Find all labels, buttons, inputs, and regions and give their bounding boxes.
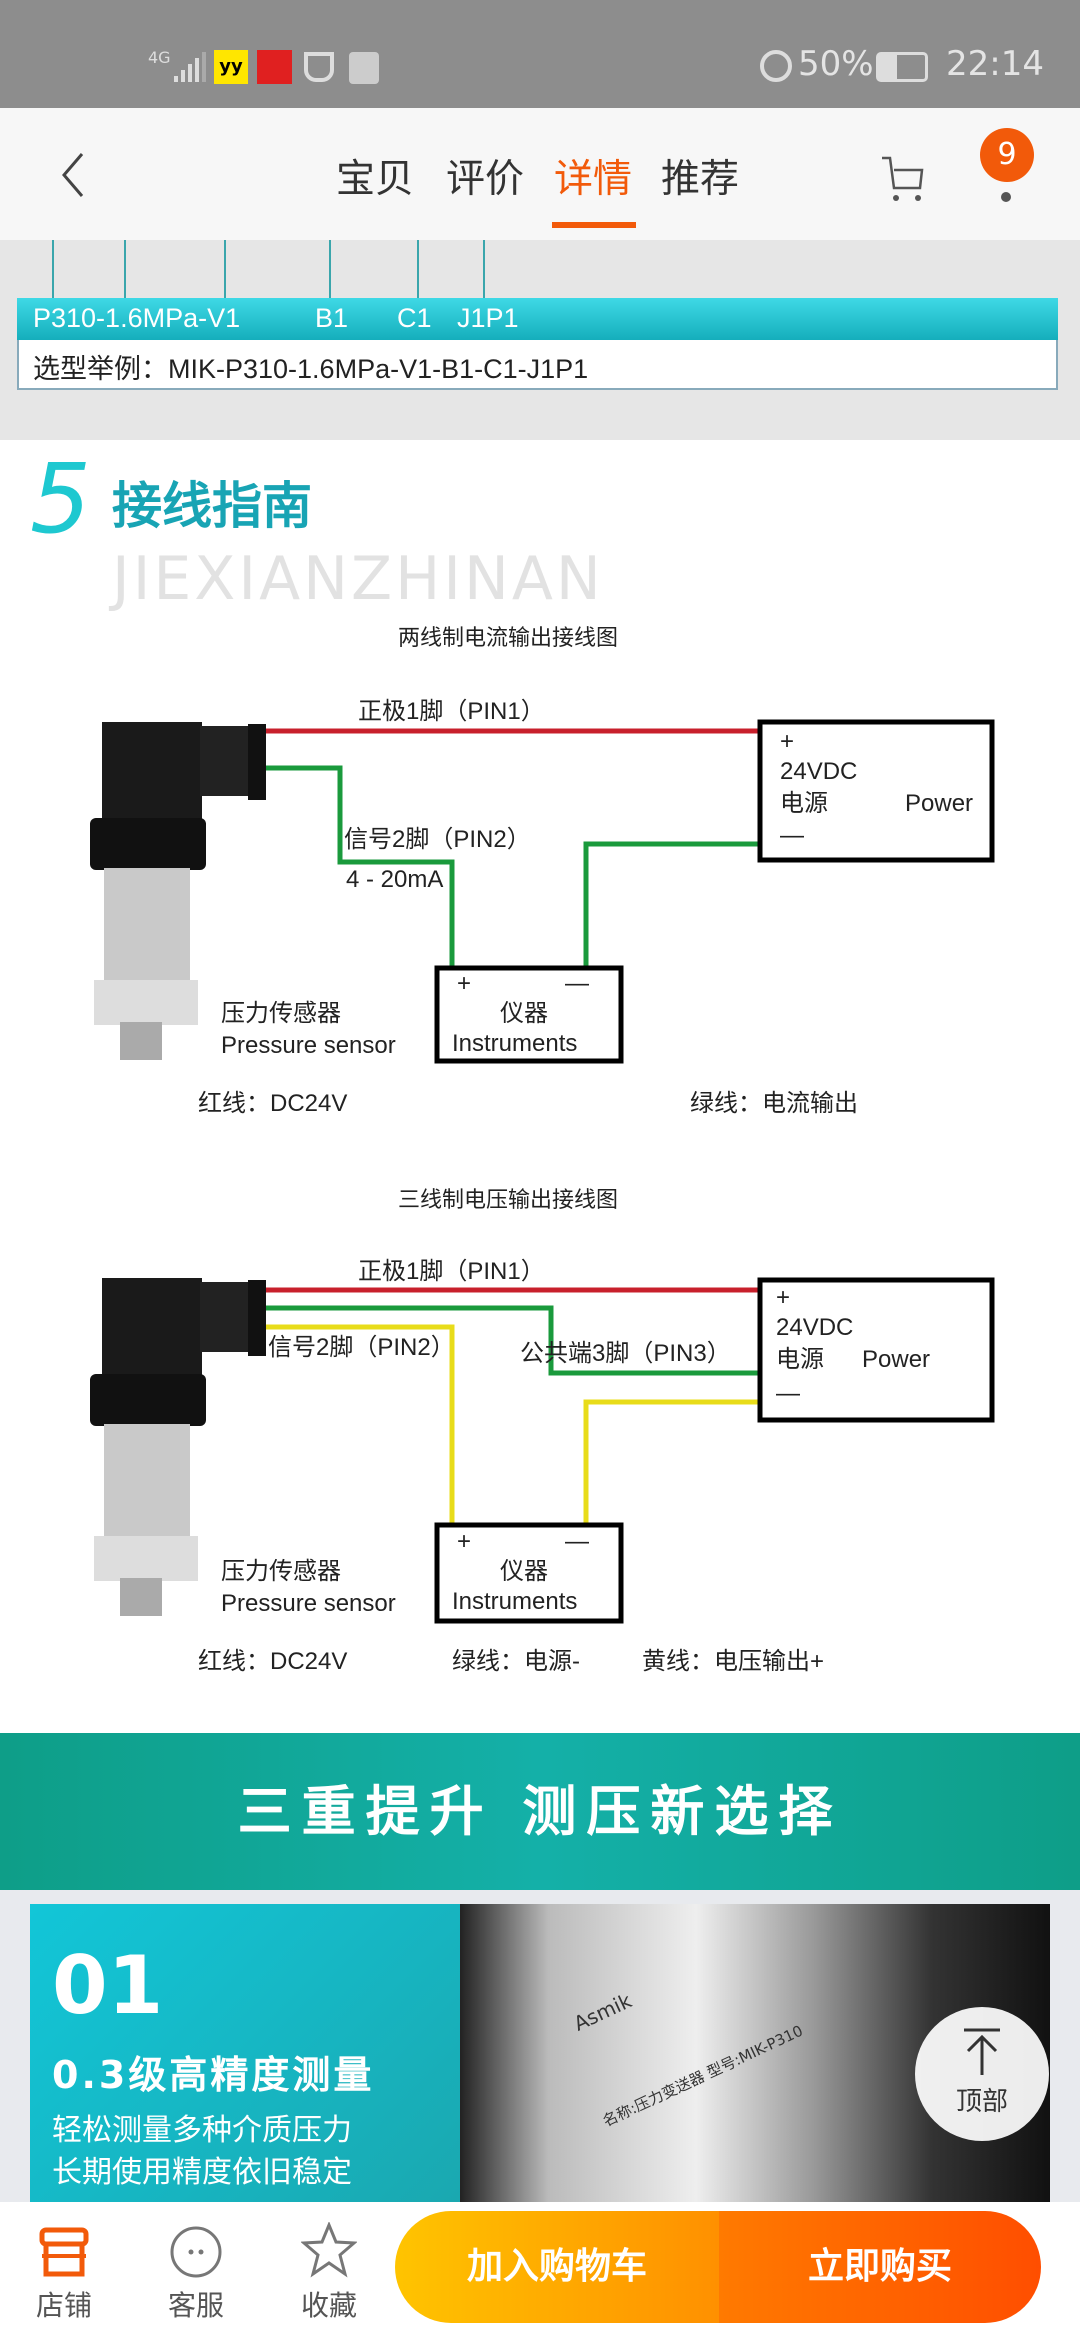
alarm-icon: [760, 50, 792, 82]
inst-minus: —: [565, 1528, 589, 1555]
section-title: 接线指南: [112, 477, 312, 535]
section-number: 5: [30, 443, 92, 555]
battery-icon: [876, 52, 928, 82]
feature-line1: 轻松测量多种介质压力: [52, 2113, 352, 2148]
network-label: 4G: [148, 48, 171, 67]
tab-item[interactable]: 宝贝: [336, 157, 415, 202]
instrument-box-1: [434, 965, 624, 1064]
shop-label: 店铺: [35, 2289, 92, 2322]
battery-percent: 50%: [798, 44, 874, 84]
service-label: 客服: [167, 2289, 224, 2322]
green-wire-2: [266, 1305, 758, 1376]
video-icon: [257, 50, 292, 84]
power-minus: —: [780, 822, 804, 849]
wiring-diagrams: [90, 719, 995, 1624]
pin1-label: 正极1脚（PIN1）: [358, 698, 545, 725]
code-c: C1: [397, 303, 432, 333]
instrument-box-2: [434, 1522, 624, 1624]
sensor-en: Pressure sensor: [221, 1032, 396, 1059]
product-label: 名称:压力变送器 型号:MIK-P310: [600, 2021, 806, 2131]
favorite-button[interactable]: 收藏: [284, 2202, 374, 2322]
shop-icon: [39, 2227, 89, 2277]
inst-cn: 仪器: [500, 1000, 548, 1027]
power-cn: 电源: [780, 790, 828, 817]
more-dot-icon[interactable]: [1001, 192, 1011, 202]
power-minus: —: [776, 1380, 800, 1407]
tab-reviews[interactable]: 评价: [446, 157, 525, 202]
chat-icon: [170, 2226, 222, 2278]
legend-red: 红线：DC24V: [198, 1648, 348, 1675]
sensor-image-2: [90, 1278, 266, 1616]
arrow-up-icon: [964, 2028, 1000, 2075]
diagram2-title: 三线制电压输出接线图: [398, 1187, 619, 1212]
power-voltage: 24VDC: [776, 1314, 854, 1341]
green-wire-1a: [266, 765, 455, 968]
status-bar: 4G yy 50% 22:14: [0, 0, 1080, 108]
clock: 22:14: [946, 44, 1044, 84]
more-badge[interactable]: 9: [980, 128, 1034, 182]
code-model: P310-1.6MPa-V1: [33, 303, 241, 333]
service-button[interactable]: 客服: [151, 2202, 241, 2322]
power-en: Power: [905, 790, 974, 817]
inst-en: Instruments: [452, 1588, 578, 1615]
power-voltage: 24VDC: [780, 758, 858, 785]
power-cn: 电源: [776, 1346, 824, 1373]
pin2-label: 信号2脚（PIN2）: [268, 1334, 455, 1361]
back-to-top-label: 顶部: [955, 2087, 1008, 2117]
sensor-en: Pressure sensor: [221, 1590, 396, 1617]
legend-green: 绿线：电流输出: [690, 1090, 858, 1117]
star-icon: [300, 2221, 358, 2278]
inst-cn: 仪器: [500, 1558, 548, 1585]
pin1-label: 正极1脚（PIN1）: [358, 1258, 545, 1285]
tab-details[interactable]: 详情: [554, 157, 633, 202]
code-b: B1: [315, 303, 349, 333]
power-box-2: [757, 1277, 995, 1423]
inst-plus: +: [457, 1528, 472, 1555]
back-to-top-button[interactable]: 顶部: [915, 2007, 1049, 2141]
shop-button[interactable]: 店铺: [19, 2202, 109, 2322]
tab-recommend[interactable]: 推荐: [661, 157, 740, 202]
legend-red: 红线：DC24V: [198, 1090, 348, 1117]
code-j: J1P1: [457, 303, 519, 333]
feature-line2: 长期使用精度依旧稳定: [52, 2155, 352, 2190]
diagram1-title: 两线制电流输出接线图: [398, 625, 619, 650]
feature-number: 01: [52, 1939, 164, 2032]
buy-now-button[interactable]: 立即购买: [719, 2211, 1041, 2323]
feature-title: 0.3级高精度测量: [52, 2053, 375, 2097]
inst-en: Instruments: [452, 1030, 578, 1057]
inst-minus: —: [565, 970, 589, 997]
tea-icon: [304, 52, 334, 82]
inst-plus: +: [457, 970, 472, 997]
yy-icon: yy: [214, 50, 248, 84]
signal-icon: [174, 52, 206, 82]
legend-yellow: 黄线：电压输出+: [642, 1648, 825, 1675]
pin2-label: 信号2脚（PIN2）: [344, 826, 531, 853]
section-watermark: JIEXIANZHINAN: [112, 544, 604, 614]
legend-green: 绿线：电源-: [452, 1648, 580, 1675]
favorite-label: 收藏: [300, 2289, 357, 2322]
feature-card: 01 0.3级高精度测量 轻松测量多种介质压力 长期使用精度依旧稳定: [30, 1904, 460, 2202]
product-brand: Asmik: [570, 1988, 636, 2036]
current-label: 4 - 20mA: [346, 866, 444, 893]
power-box-1: [757, 719, 995, 863]
yellow-wire-2a: [266, 1324, 455, 1525]
spec-example: 选型举例：MIK-P310-1.6MPa-V1-B1-C1-J1P1: [17, 340, 1058, 390]
spec-code-bar: P310-1.6MPa-V1 B1 C1 J1P1: [17, 298, 1058, 340]
pin3-label: 公共端3脚（PIN3）: [520, 1340, 731, 1367]
add-to-cart-button[interactable]: 加入购物车: [395, 2211, 719, 2323]
yellow-wire-2b: [583, 1399, 758, 1525]
promo-banner: 三重提升 测压新选择: [0, 1733, 1080, 1890]
green-wire-1b: [583, 841, 758, 968]
sensor-cn: 压力传感器: [221, 1000, 341, 1027]
cart-icon[interactable]: [880, 154, 926, 204]
power-plus: +: [780, 728, 795, 755]
back-icon[interactable]: [58, 150, 88, 200]
sensor-image-1: [90, 722, 266, 1060]
top-nav: 宝贝 评价 详情 推荐 9: [0, 108, 1080, 240]
huawei-icon: [349, 52, 379, 84]
power-en: Power: [862, 1346, 931, 1373]
active-tab-indicator: [552, 222, 636, 228]
sensor-cn: 压力传感器: [221, 1558, 341, 1585]
power-plus: +: [776, 1284, 791, 1311]
